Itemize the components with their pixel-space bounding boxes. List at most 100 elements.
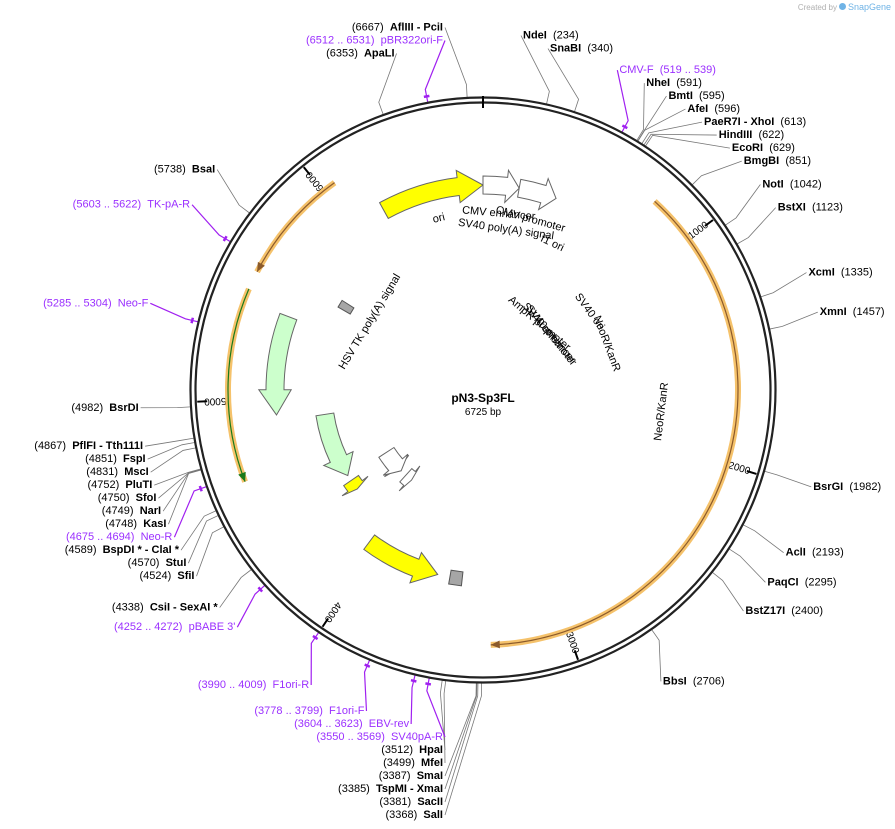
enzyme-leader-line	[444, 682, 479, 803]
orf-arrowhead	[257, 261, 265, 272]
enzyme-text: (4750) SfoI	[98, 492, 157, 504]
label-name: TK-pA-R	[147, 199, 190, 211]
scale-tick	[573, 649, 579, 661]
enzyme-text: (4982) BsrDI	[71, 402, 138, 414]
primer-site-mark	[222, 235, 228, 242]
enzyme-text: (3381) SacII	[379, 796, 443, 808]
enzyme-text: (6353) ApaLI	[326, 48, 394, 60]
enzyme-site-label: HindIII (622)	[643, 129, 784, 146]
enzyme-text: NotI (1042)	[762, 179, 821, 191]
primer-text: (3604 .. 3623) EBV-rev	[294, 718, 409, 730]
primer-label: (3778 .. 3799) F1ori-F	[254, 659, 371, 717]
enzyme-site-label: (3499) MfeI	[383, 680, 447, 769]
primer-text: (4675 .. 4694) Neo-R	[66, 531, 172, 543]
primer-leader-line	[236, 585, 266, 628]
enzyme-text: (4748) KasI	[105, 518, 166, 530]
label-position: (4675 .. 4694)	[66, 531, 135, 543]
label-position: (519 .. 539)	[660, 64, 716, 76]
label-name: SV40pA-R	[391, 731, 443, 743]
promoter-feature-arrow	[378, 446, 409, 476]
label-position: (4570)	[128, 557, 160, 569]
primer-leader-line	[616, 69, 629, 133]
label-position: (4851)	[85, 453, 117, 465]
label-position: (4750)	[98, 492, 130, 504]
enzyme-text: BstZ17I (2400)	[745, 605, 823, 617]
enzyme-text: (4752) PluTI	[87, 479, 152, 491]
enzyme-leader-line	[742, 524, 784, 553]
enzyme-leader-line	[140, 406, 191, 409]
primer-site-mark	[423, 94, 430, 99]
primer-label: (3990 .. 4009) F1ori-R	[198, 632, 320, 691]
enzyme-leader-line	[637, 108, 686, 142]
label-name: PluTI	[125, 479, 152, 491]
neo-feature-arrow	[315, 412, 354, 477]
enzyme-text: AfeI (596)	[687, 103, 740, 115]
enzyme-leader-line	[158, 469, 202, 499]
label-name: F1ori-F	[329, 705, 365, 717]
label-name: SfoI	[136, 492, 157, 504]
primer-label: (4252 .. 4272) pBABE 3'	[114, 585, 266, 633]
label-position: (234)	[553, 30, 579, 42]
enzyme-text: (4831) MscI	[86, 466, 148, 478]
enzyme-site-label: AclI (2193)	[742, 524, 844, 559]
orf-arc-core	[490, 200, 739, 646]
enzyme-leader-line	[725, 184, 761, 226]
label-name: BsrDI	[109, 402, 138, 414]
primer-leader-line	[424, 40, 446, 103]
enzyme-site-label: (4570) StuI	[128, 515, 219, 569]
label-position: (3385)	[338, 783, 370, 795]
label-name: XmnI	[820, 306, 847, 318]
enzyme-leader-line	[645, 134, 730, 149]
enzyme-site-label: (4752) PluTI	[87, 468, 201, 491]
polya-feature	[448, 569, 464, 587]
enzyme-leader-line	[147, 442, 195, 460]
label-name: F1ori-R	[273, 679, 310, 691]
enzyme-leader-line	[764, 470, 812, 488]
enzyme-leader-line	[154, 468, 201, 486]
enzyme-site-label: (4589) BspDI * - ClaI *	[65, 510, 217, 556]
enzyme-text: BmgBI (851)	[744, 155, 811, 167]
label-name: PflFI - Tth111I	[72, 440, 143, 452]
enzyme-text: (5738) BsaI	[154, 164, 215, 176]
enzyme-site-label: BsrGI (1982)	[764, 470, 881, 493]
enzyme-text: (4851) FspI	[85, 453, 146, 465]
enzyme-text: XcmI (1335)	[808, 267, 872, 279]
enzyme-leader-line	[760, 272, 807, 298]
label-position: (591)	[676, 77, 702, 89]
scale-tick	[321, 617, 329, 628]
label-name: NdeI	[523, 30, 547, 42]
label-position: (1123)	[812, 202, 843, 214]
enzyme-site-label: AfeI (596)	[637, 103, 740, 142]
label-position: (1457)	[853, 306, 885, 318]
primer-text: (3990 .. 4009) F1ori-R	[198, 679, 309, 691]
primer-site-mark	[364, 663, 371, 668]
primer-text: (5285 .. 5304) Neo-F	[43, 297, 148, 309]
primer-label: (6512 .. 6531) pBR322ori-F	[306, 35, 446, 103]
primer-text: (3778 .. 3799) F1ori-F	[254, 705, 364, 717]
label-name: SacII	[417, 796, 443, 808]
label-name: SnaBI	[550, 43, 581, 55]
feature-label: SV40 ori	[572, 291, 607, 332]
label-name: HindIII	[719, 129, 753, 141]
label-position: (629)	[769, 142, 795, 154]
enzyme-leader-line	[444, 682, 482, 816]
feature-label: HSV TK poly(A) signal	[337, 272, 404, 372]
primer-site-mark	[621, 124, 628, 130]
promoter-feature-arrow	[482, 168, 520, 204]
enzyme-site-label: (5738) BsaI	[154, 164, 250, 214]
primer-leader-line	[410, 674, 416, 725]
label-position: (596)	[714, 103, 740, 115]
label-position: (851)	[785, 155, 811, 167]
label-name: StuI	[166, 557, 187, 569]
label-name: ApaLI	[364, 48, 395, 60]
plasmid-name: pN3-Sp3FL	[451, 391, 514, 405]
orf-arc-core	[227, 288, 250, 482]
label-position: (4748)	[105, 518, 137, 530]
enzyme-text: SnaBI (340)	[550, 43, 613, 55]
label-position: (2400)	[791, 605, 823, 617]
label-name: AflIII - PciI	[390, 22, 443, 34]
label-position: (613)	[780, 116, 806, 128]
enzyme-site-label: (4748) KasI	[105, 469, 202, 530]
enzyme-leader-line	[145, 437, 195, 447]
